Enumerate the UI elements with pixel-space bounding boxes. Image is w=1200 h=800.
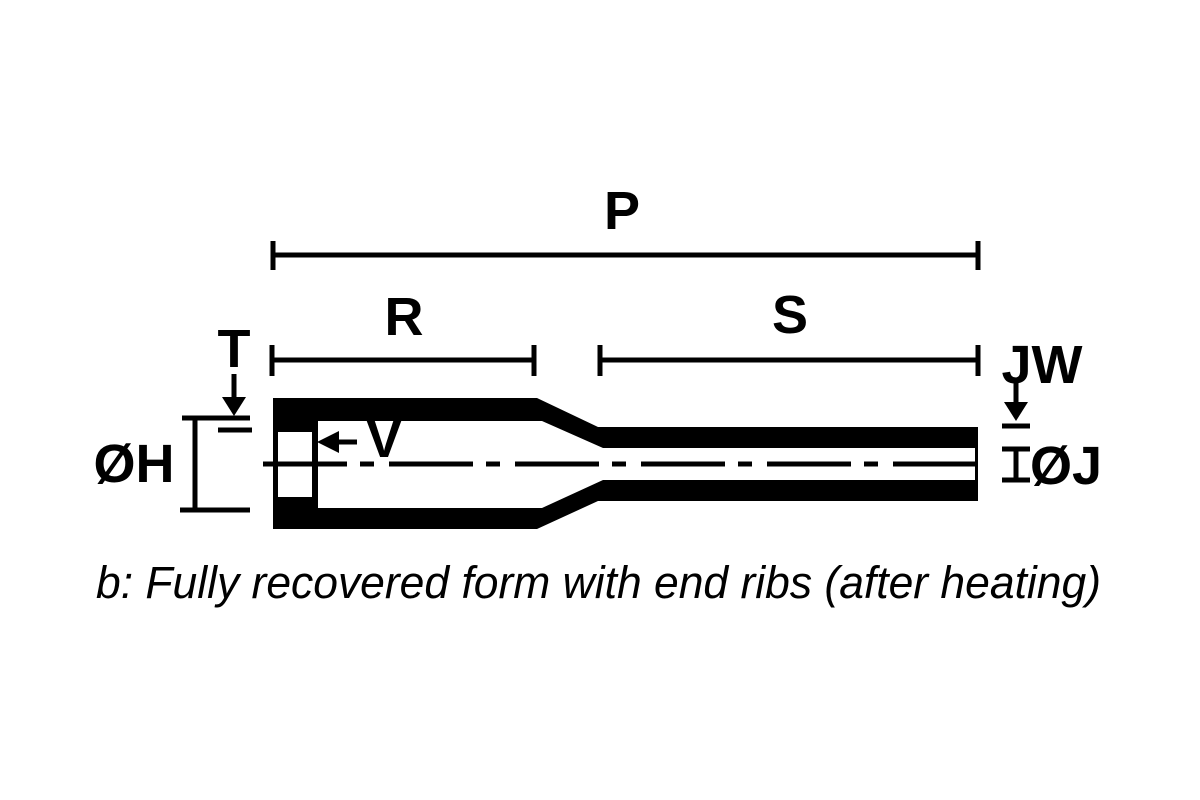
t-arrow-down: [222, 374, 246, 416]
dim-dia-j-label: ØJ: [1030, 436, 1102, 496]
dim-v-label: V: [366, 409, 402, 469]
dim-t-label: T: [218, 319, 251, 379]
dim-p-label: P: [604, 181, 640, 241]
v-arrow-left: [317, 431, 357, 453]
dim-s-label: S: [772, 285, 808, 345]
jw-arrow-down: [1004, 380, 1028, 421]
dim-r-label: R: [385, 287, 424, 347]
dim-dia-h-label: ØH: [94, 434, 175, 494]
figure-caption: b: Fully recovered form with end ribs (a…: [96, 557, 1101, 608]
